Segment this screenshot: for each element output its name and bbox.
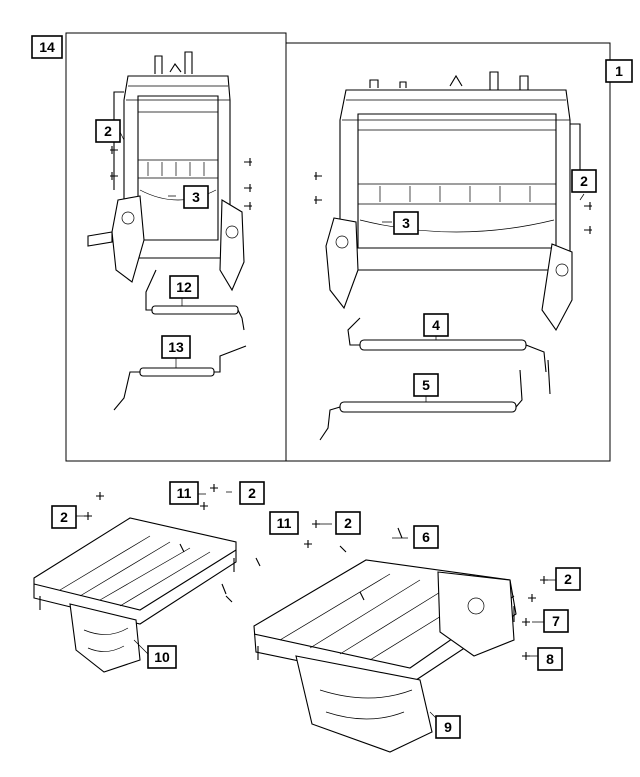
- callout-2-d: 2: [335, 511, 361, 535]
- svg-text:5: 5: [422, 377, 430, 393]
- callout-7: 7: [543, 609, 569, 633]
- callout-1: 1: [605, 59, 633, 83]
- svg-text:2: 2: [564, 571, 572, 587]
- right-cushion-frame: [253, 520, 556, 753]
- svg-text:1: 1: [615, 63, 623, 79]
- callout-2-right: 2: [571, 169, 597, 193]
- svg-text:6: 6: [422, 529, 430, 545]
- callout-2-left: 2: [95, 119, 121, 143]
- svg-text:2: 2: [248, 485, 256, 501]
- svg-text:10: 10: [154, 649, 170, 665]
- callout-11-b: 11: [269, 511, 299, 535]
- callout-5: 5: [413, 373, 439, 397]
- callout-10: 10: [147, 645, 177, 669]
- svg-text:11: 11: [277, 515, 292, 531]
- rod-13: [139, 367, 215, 377]
- left-cushion-frame: [33, 484, 261, 673]
- svg-text:2: 2: [344, 515, 352, 531]
- callout-6: 6: [413, 525, 439, 549]
- rod-12: [151, 305, 239, 315]
- svg-text:4: 4: [432, 317, 440, 333]
- callout-2-e: 2: [555, 567, 581, 591]
- svg-text:9: 9: [444, 719, 452, 735]
- left-seatback-frame: [87, 51, 252, 292]
- svg-text:2: 2: [580, 173, 588, 189]
- rod-5: [339, 401, 517, 413]
- svg-text:14: 14: [39, 39, 55, 55]
- right-seatback-frame: [314, 71, 592, 332]
- callout-14: 14: [31, 35, 63, 59]
- callout-3-right: 3: [393, 211, 419, 235]
- svg-text:2: 2: [60, 509, 68, 525]
- callout-8: 8: [537, 647, 563, 671]
- callout-3-left: 3: [183, 185, 209, 209]
- right-rods: [319, 317, 551, 441]
- svg-text:11: 11: [177, 485, 192, 501]
- callout-4: 4: [423, 313, 449, 337]
- callout-2-b: 2: [239, 481, 265, 505]
- svg-text:3: 3: [192, 189, 200, 205]
- svg-text:7: 7: [552, 613, 560, 629]
- upper-panels: [65, 32, 611, 462]
- svg-text:8: 8: [546, 651, 554, 667]
- right-seatback-panel: [285, 42, 611, 462]
- callout-2-c: 2: [51, 505, 77, 529]
- rod-4: [359, 339, 527, 351]
- left-rods: [113, 269, 247, 411]
- svg-text:12: 12: [176, 279, 192, 295]
- callout-9: 9: [435, 715, 461, 739]
- callout-13: 13: [161, 335, 191, 359]
- callout-12: 12: [169, 275, 199, 299]
- svg-text:3: 3: [402, 215, 410, 231]
- svg-text:2: 2: [104, 123, 112, 139]
- callout-11-a: 11: [169, 481, 199, 505]
- callouts: 14 1 2 3 12 13 2 3: [31, 35, 633, 739]
- svg-text:13: 13: [168, 339, 184, 355]
